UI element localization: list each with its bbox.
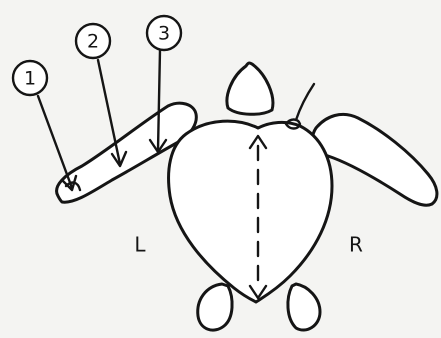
right-rear-flipper <box>288 284 320 330</box>
tag-string <box>296 84 314 120</box>
callout-1-arrow <box>38 96 72 188</box>
right-side-label: R <box>349 233 363 257</box>
left-rear-flipper <box>198 284 232 330</box>
callout-2: 2 <box>76 24 110 58</box>
callout-1: 1 <box>13 61 47 95</box>
left-side-label: L <box>134 233 146 257</box>
callout-3: 3 <box>147 16 181 50</box>
callout-2-number: 2 <box>87 31 99 53</box>
callout-1-number: 1 <box>24 68 36 90</box>
turtle-head <box>227 63 273 114</box>
callout-3-number: 3 <box>158 23 170 45</box>
